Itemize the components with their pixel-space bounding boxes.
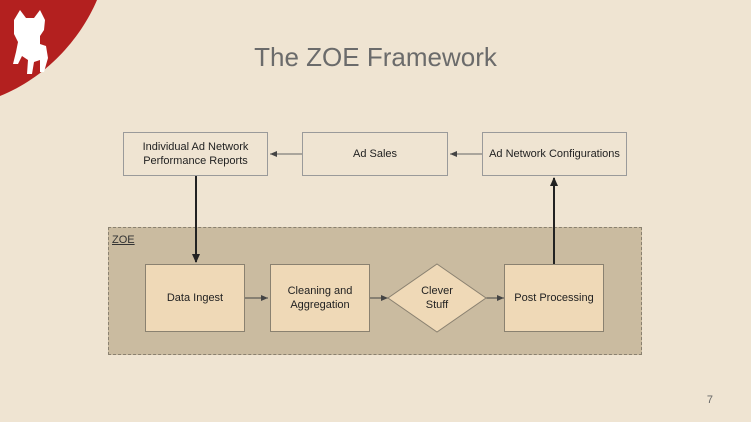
dog-logo-icon — [0, 0, 97, 96]
clever-stuff-label: Clever Stuff — [421, 285, 453, 312]
cleaning-node: Cleaning and Aggregation — [270, 264, 370, 332]
configurations-node-label: Ad Network Configurations — [489, 147, 620, 160]
reports-node-label: Individual Ad Network Performance Report… — [142, 140, 249, 167]
cleaning-node-label: Cleaning and Aggregation — [287, 284, 353, 311]
post-processing-node: Post Processing — [504, 264, 604, 332]
page-number: 7 — [706, 394, 713, 406]
data-ingest-node-label: Data Ingest — [166, 291, 224, 304]
ad-sales-node-label: Ad Sales — [352, 147, 398, 160]
page-title: The ZOE Framework — [254, 42, 497, 72]
zoe-label: ZOE — [112, 234, 135, 246]
data-ingest-node: Data Ingest — [145, 264, 245, 332]
configurations-node: Ad Network Configurations — [482, 132, 627, 176]
clever-stuff-diamond — [387, 263, 487, 333]
post-processing-node-label: Post Processing — [514, 291, 594, 304]
reports-node: Individual Ad Network Performance Report… — [123, 132, 268, 176]
ad-sales-node: Ad Sales — [302, 132, 448, 176]
